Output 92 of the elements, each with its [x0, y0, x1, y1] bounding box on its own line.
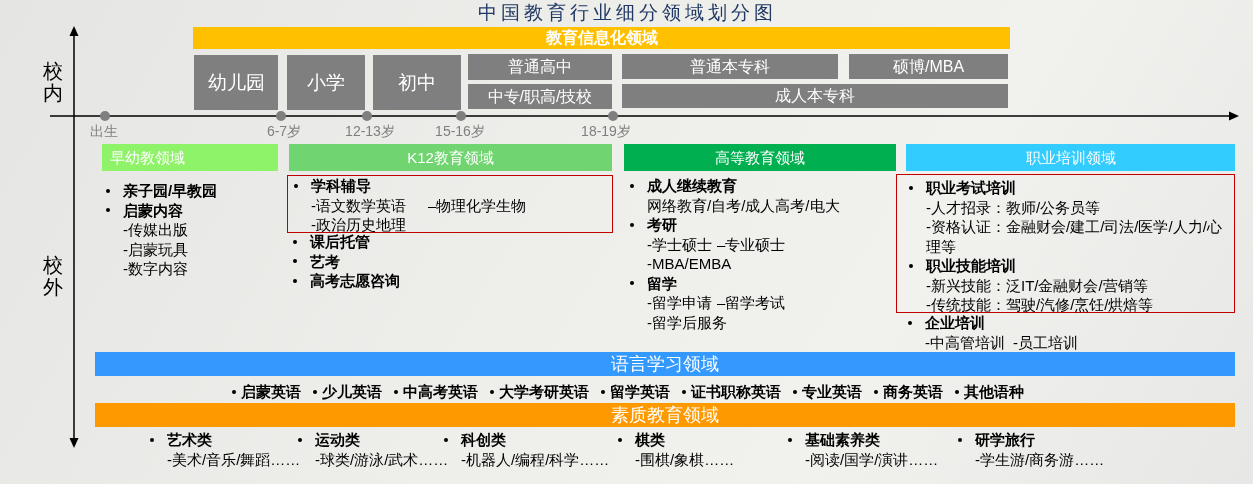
band-title: 语言学习领域	[611, 355, 719, 373]
list-heading: 企业培训	[925, 313, 985, 333]
list-item: -中高管培训	[925, 332, 1005, 352]
category-heading: 科创类	[461, 430, 506, 450]
banner-title: 教育信息化领域	[545, 30, 658, 46]
language-item: 少儿英语	[322, 382, 382, 402]
category-examples: -学生游/商务游……	[975, 449, 1105, 469]
stage-label: 中专/职高/技校	[487, 88, 593, 105]
list-item: -数字内容	[123, 259, 188, 279]
language-item: 大学考研英语	[499, 382, 589, 402]
stage-box	[468, 84, 612, 109]
domain-title: 高等教育领域	[715, 150, 805, 165]
category-examples: -机器人/编程/科学……	[461, 449, 610, 469]
list-heading: 职业考试培训	[926, 178, 1016, 198]
list-heading: 课后托管	[310, 233, 370, 252]
stage-label: 幼儿园	[207, 73, 265, 92]
banner-bar	[193, 27, 1010, 49]
list-item: -传统技能：驾驶/汽修/烹饪/烘焙等	[926, 295, 1154, 315]
stage-label: 小学	[307, 73, 345, 92]
stage-label: 普通本专科	[690, 58, 770, 75]
list-heading: 艺考	[310, 251, 340, 271]
highlight-frame	[287, 175, 613, 233]
category-examples: -围棋/象棋……	[635, 449, 735, 469]
tick-label: 6-7岁	[266, 122, 302, 140]
domain-band	[95, 352, 1235, 376]
tick-label: 12-13岁	[345, 122, 395, 140]
list-item: -人才招录：教师/公务员等	[926, 197, 1101, 217]
list-item: -政治历史地理	[311, 215, 406, 234]
list-item: –专业硕士	[717, 234, 786, 254]
stage-box	[194, 55, 278, 110]
stage-box	[849, 54, 1008, 79]
category-heading: 运动类	[315, 430, 360, 450]
list-heading: 留学	[647, 273, 677, 293]
stage-label: 硕博/MBA	[892, 58, 965, 75]
list-item: -传媒出版	[123, 220, 188, 240]
domain-title: 早幼教领域	[110, 150, 185, 165]
axis-label: 校内	[43, 60, 63, 104]
stage-box	[622, 84, 1008, 108]
list-heading: 学科辅导	[311, 176, 371, 196]
list-item: -资格认证：金融财会/建工/司法/医学/人力/心理等	[926, 217, 1223, 256]
list-item: -MBA/EMBA	[647, 254, 732, 274]
list-heading: 职业技能培训	[926, 256, 1016, 276]
category-heading: 艺术类	[167, 430, 212, 450]
stage-box	[287, 55, 365, 110]
axis-label: 校外	[43, 254, 63, 298]
list-item: -留学申请	[647, 293, 712, 313]
language-item: 专业英语	[802, 382, 862, 402]
domain-header-bar	[624, 144, 896, 171]
stage-box	[468, 54, 612, 80]
list-heading: 亲子园/早教园	[123, 181, 218, 201]
list-item: -新兴技能：泛IT/金融财会/营销等	[926, 275, 1148, 295]
domain-header-bar	[906, 144, 1235, 171]
list-item: –留学考试	[717, 293, 786, 313]
language-item: 证书职称英语	[691, 382, 781, 402]
list-heading: 高考志愿咨询	[310, 271, 400, 291]
band-title: 素质教育领域	[611, 406, 719, 424]
language-item: 中高考英语	[403, 382, 478, 402]
domain-title: K12教育领域	[407, 150, 494, 165]
list-item: -学士硕士	[647, 234, 712, 254]
list-item: -启蒙玩具	[123, 239, 188, 259]
list-item: 网络教育/自考/成人高考/电大	[647, 195, 840, 215]
stage-label: 普通高中	[508, 59, 572, 75]
highlight-frame	[896, 174, 1235, 313]
domain-header-bar	[102, 144, 278, 171]
domain-band	[95, 403, 1235, 427]
tick-label: 出生	[90, 122, 118, 140]
language-item: 启蒙英语	[241, 382, 301, 402]
stage-label: 初中	[398, 73, 436, 92]
list-heading: 考研	[647, 215, 677, 235]
list-heading: 启蒙内容	[123, 200, 183, 220]
category-examples: -阅读/国学/演讲……	[805, 449, 939, 469]
category-heading: 棋类	[635, 430, 665, 450]
stage-label: 成人本专科	[775, 88, 855, 104]
list-item: -员工培训	[1013, 332, 1078, 352]
tick-label: 18-19岁	[581, 122, 631, 140]
language-item: 商务英语	[883, 382, 943, 402]
list-heading: 成人继续教育	[647, 176, 737, 196]
stage-box	[622, 54, 838, 79]
category-heading: 研学旅行	[975, 430, 1035, 450]
language-item: 留学英语	[610, 382, 670, 402]
list-item: -留学后服务	[647, 312, 727, 332]
category-examples: -球类/游泳/武术……	[315, 449, 449, 469]
diagram-title: 中国教育行业细分领域划分图	[477, 2, 777, 24]
tick-label: 15-16岁	[435, 122, 485, 140]
stage-box	[373, 55, 461, 110]
category-examples: -美术/音乐/舞蹈……	[167, 449, 301, 469]
language-item: 其他语种	[964, 382, 1024, 402]
list-item: –物理化学生物	[428, 195, 527, 215]
domain-header-bar	[289, 144, 612, 171]
category-heading: 基础素养类	[805, 430, 880, 450]
list-item: -语文数学英语	[311, 195, 406, 215]
domain-title: 职业培训领域	[1025, 150, 1116, 165]
